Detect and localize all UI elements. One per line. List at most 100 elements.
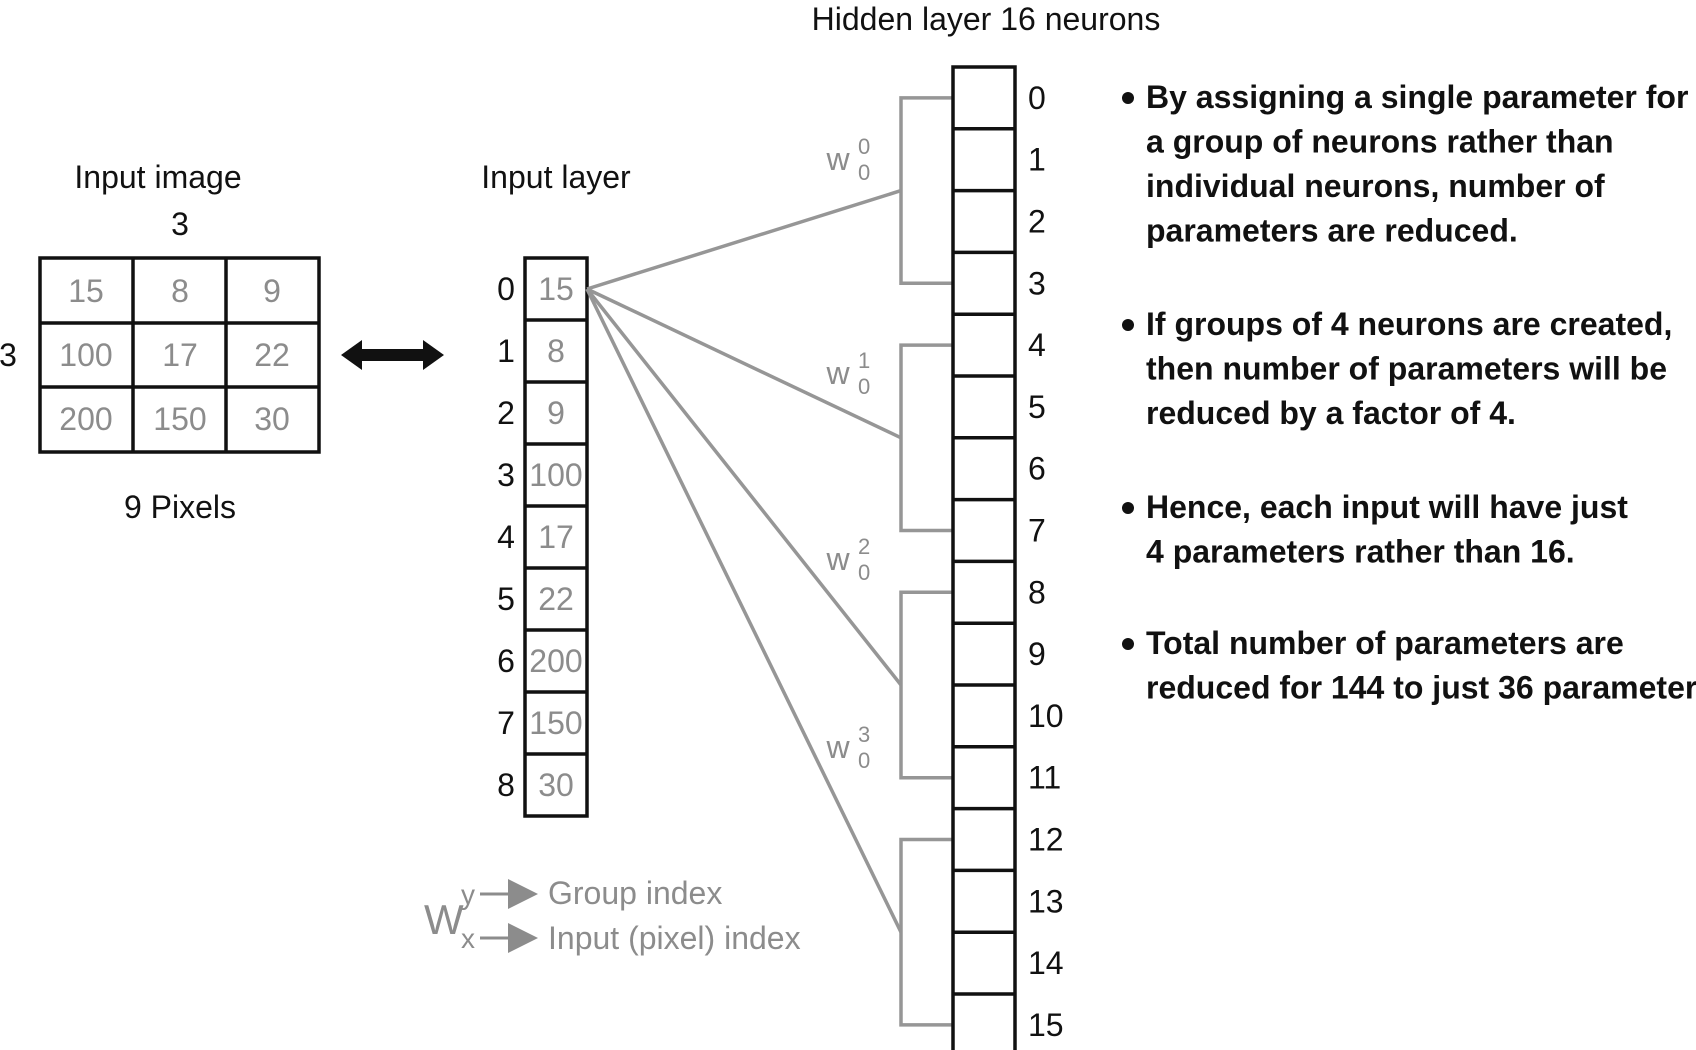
bullet-text-line: then number of parameters will be [1146, 351, 1667, 387]
bullet-text-line: By assigning a single parameter for [1146, 79, 1688, 115]
image-grid-border [38, 256, 321, 454]
hidden-index-label: 9 [1028, 636, 1046, 672]
group-bracket [899, 590, 953, 780]
weight-connection-line [586, 188, 902, 291]
weight-label-sup: 2 [858, 534, 870, 559]
image-pixel-value: 17 [162, 337, 198, 373]
image-pixel-value: 150 [153, 401, 206, 437]
image-pixel-value: 30 [254, 401, 290, 437]
input-index-label: 5 [497, 581, 515, 617]
group-bracket [899, 343, 953, 533]
input-index-label: 1 [497, 333, 515, 369]
bullet-text-line: individual neurons, number of [1146, 168, 1605, 204]
input-index-label: 7 [497, 705, 515, 741]
weight-label-base: w [825, 729, 850, 765]
weight-connections [585, 188, 903, 933]
weight-label-base: w [825, 355, 850, 391]
input-value: 22 [538, 581, 574, 617]
hidden-layer-section: Hidden layer 16 neurons 0123456789101112… [812, 1, 1161, 1050]
image-pixel-value: 100 [59, 337, 112, 373]
hidden-index-label: 2 [1028, 204, 1046, 240]
weight-label-sub: 0 [858, 374, 870, 399]
image-pixel-values: 15 8 9 100 17 22 200 150 30 [59, 273, 289, 437]
bullet-text-line: Hence, each input will have just [1146, 489, 1628, 525]
weight-label-sup: 0 [858, 134, 870, 159]
bullet-text-line: parameters are reduced. [1146, 213, 1518, 249]
hidden-index-label: 1 [1028, 142, 1046, 178]
hidden-index-label: 14 [1028, 945, 1064, 981]
hidden-index-label: 15 [1028, 1007, 1064, 1043]
input-image-section: Input image 3 3 15 8 9 100 17 22 200 150 30 9 Pi… [0, 159, 321, 525]
input-value: 100 [529, 457, 582, 493]
legend-sub: x [461, 923, 475, 954]
input-column-border [523, 256, 589, 818]
input-index-label: 6 [497, 643, 515, 679]
input-index-label: 0 [497, 271, 515, 307]
hidden-index-label: 12 [1028, 822, 1064, 858]
explanation-bullets: By assigning a single parameter for a gro… [1122, 79, 1696, 706]
input-value: 8 [547, 333, 565, 369]
hidden-index-label: 8 [1028, 574, 1046, 610]
hidden-index-label: 11 [1028, 760, 1061, 796]
input-index-label: 4 [497, 519, 515, 555]
weight-label-sub: 0 [858, 160, 870, 185]
image-height-label: 3 [0, 337, 17, 373]
image-pixel-value: 200 [59, 401, 112, 437]
bullet-text-line: 4 parameters rather than 16. [1146, 534, 1575, 570]
bullet-dot-icon [1122, 319, 1134, 331]
input-index-label: 2 [497, 395, 515, 431]
bullet-text-line: If groups of 4 neurons are created, [1146, 306, 1672, 342]
input-index-label: 8 [497, 767, 515, 803]
weight-label-sub: 0 [858, 560, 870, 585]
weight-connection-line [585, 288, 903, 933]
group-brackets [899, 96, 953, 1027]
image-pixel-value: 22 [254, 337, 290, 373]
group-bracket [899, 837, 953, 1027]
input-value: 150 [529, 705, 582, 741]
bullet-dot-icon [1122, 502, 1134, 514]
image-pixel-value: 15 [68, 273, 104, 309]
weight-connection-line [585, 287, 903, 687]
bullet-dot-icon [1122, 638, 1134, 650]
hidden-index-label: 6 [1028, 451, 1046, 487]
pixel-count-caption: 9 Pixels [124, 489, 236, 525]
bullet-dot-icon [1122, 92, 1134, 104]
hidden-layer-title: Hidden layer 16 neurons [812, 1, 1161, 37]
image-pixel-value: 9 [263, 273, 281, 309]
input-value: 30 [538, 767, 574, 803]
bullet-text-line: reduced by a factor of 4. [1146, 395, 1516, 431]
weight-label-base: w [825, 541, 850, 577]
input-value: 200 [529, 643, 582, 679]
input-value: 9 [547, 395, 565, 431]
weight-notation-legend: W y x Group index Input (pixel) index [424, 875, 801, 956]
double-arrow-icon [341, 340, 444, 370]
bullet-text-line: Total number of parameters are [1146, 625, 1624, 661]
hidden-index-label: 0 [1028, 80, 1046, 116]
hidden-index-label: 3 [1028, 265, 1046, 301]
input-layer-title: Input layer [481, 159, 631, 195]
group-bracket [899, 96, 953, 286]
input-index-label: 3 [497, 457, 515, 493]
hidden-index-label: 10 [1028, 698, 1064, 734]
bullet-text-line: reduced for 144 to just 36 parameters. [1146, 670, 1696, 706]
hidden-index-label: 13 [1028, 883, 1064, 919]
legend-sup: y [461, 879, 475, 910]
hidden-index-label: 4 [1028, 327, 1046, 363]
weight-connection-line [586, 287, 902, 440]
weight-label-base: w [825, 141, 850, 177]
hidden-column-border [951, 65, 1017, 1050]
image-pixel-value: 8 [171, 273, 189, 309]
input-value: 15 [538, 271, 574, 307]
weight-label-sup: 1 [858, 348, 870, 373]
weight-label-sup: 3 [858, 722, 870, 747]
bullet-text-line: a group of neurons rather than [1146, 124, 1614, 160]
legend-input-index-label: Input (pixel) index [548, 920, 801, 956]
input-image-title: Input image [74, 159, 241, 195]
image-width-label: 3 [171, 206, 189, 242]
